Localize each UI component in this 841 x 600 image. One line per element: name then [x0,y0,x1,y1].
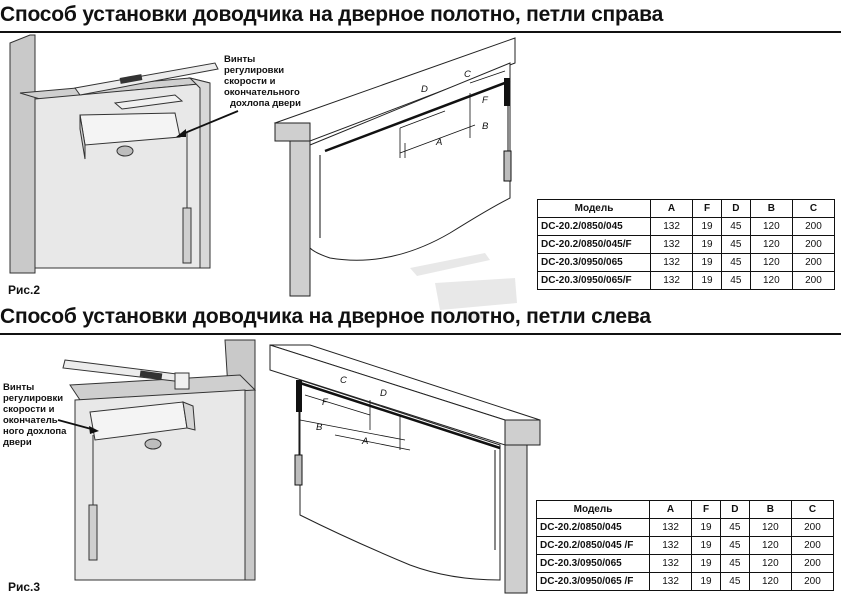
cell-model: DC-20.2/0850/045 [536,518,650,537]
cell-c: 200 [790,554,835,573]
cell-f: 19 [691,554,721,573]
figure-label-2: Рис.2 [8,283,41,297]
cell-f: 19 [691,536,721,555]
col-header-b: B [748,500,792,519]
table-row: DC-20.2/0850/045/F 132 19 45 120 200 [537,235,836,254]
callout-line: дохлопа двери [230,98,301,109]
col-header-f: F [691,500,721,519]
dim-label-f: F [322,397,328,408]
cell-d: 45 [719,518,750,537]
cell-model: DC-20.3/0950/065 /F [536,572,650,591]
dim-label-d: D [421,84,428,95]
spec-table-right: Модель A F D B C DC-20.2/0850/045 132 19… [537,199,836,290]
cell-b: 120 [748,536,792,555]
dim-label-c: C [340,375,347,386]
closer-door-illustration-right [9,34,239,274]
callout-line: окончательного [224,87,300,98]
dim-label-c: C [464,69,471,80]
dim-label-a: A [362,436,369,447]
watermark-closer-icon [410,253,517,321]
cell-b: 120 [748,518,792,537]
table-row: DC-20.3/0950/065 /F 132 19 45 120 200 [536,572,835,591]
mounting-dimensions-drawing-right [273,37,516,297]
callout-line: Винты [224,54,256,65]
table-row: DC-20.3/0950/065 132 19 45 120 200 [537,253,836,272]
dim-label-b: B [482,121,489,132]
callout-line: Винты [3,382,35,393]
cell-a: 132 [648,554,693,573]
cell-c: 200 [790,572,835,591]
dim-label-f: F [482,95,488,106]
section-title-left-hinges: Способ установки доводчика на дверное по… [0,305,651,328]
figure-label-3: Рис.3 [8,580,41,594]
cell-d: 45 [719,554,750,573]
cell-a: 132 [649,271,694,290]
callout-line: двери [3,437,32,448]
cell-b: 120 [748,554,792,573]
closer-door-illustration-left [62,339,257,581]
section-title-right-hinges: Способ установки доводчика на дверное по… [0,3,664,26]
cell-c: 200 [791,253,836,272]
cell-f: 19 [691,518,721,537]
cell-c: 200 [790,536,835,555]
cell-d: 45 [719,572,750,591]
table-row: DC-20.2/0850/045 132 19 45 120 200 [536,518,835,537]
callout-line: окончатель- [3,415,61,426]
cell-c: 200 [791,271,836,290]
col-header-c: C [790,500,835,519]
cell-a: 132 [648,572,693,591]
table-row: DC-20.2/0850/045 /F 132 19 45 120 200 [536,536,835,555]
cell-c: 200 [790,518,835,537]
dim-label-d: D [380,388,387,399]
cell-d: 45 [719,536,750,555]
cell-a: 132 [648,518,693,537]
spec-table-left: Модель A F D B C DC-20.2/0850/045 132 19… [536,500,835,591]
table-row: DC-20.3/0950/065/F 132 19 45 120 200 [537,271,836,290]
callout-line: скорости и [224,76,276,87]
cell-model: DC-20.3/0950/065 [536,554,650,573]
mounting-dimensions-drawing-left [269,344,541,594]
callout-line: регулировки [3,393,64,404]
table-row: DC-20.3/0950/065 132 19 45 120 200 [536,554,835,573]
col-header-a: A [648,500,693,519]
table-header-row: Модель A F D B C [537,199,836,218]
cell-a: 132 [648,536,693,555]
dim-label-a: A [436,137,443,148]
callout-line: скорости и [3,404,55,415]
callout-line: регулировки [224,65,285,76]
section-divider [0,31,841,33]
callout-adjustment-screws-left: Винты регулировки скорости и окончатель-… [3,382,66,448]
callout-line: ного дохлопа [3,426,67,437]
dim-label-b: B [316,422,323,433]
col-header-d: D [719,500,750,519]
col-header-model: Модель [536,500,650,519]
cell-f: 19 [691,572,721,591]
cell-b: 120 [748,572,792,591]
section-divider [0,333,841,335]
table-header-row: Модель A F D B C [536,500,835,519]
cell-model: DC-20.2/0850/045 /F [536,536,650,555]
callout-adjustment-screws-right: Винты регулировки скорости и окончательн… [224,54,301,109]
